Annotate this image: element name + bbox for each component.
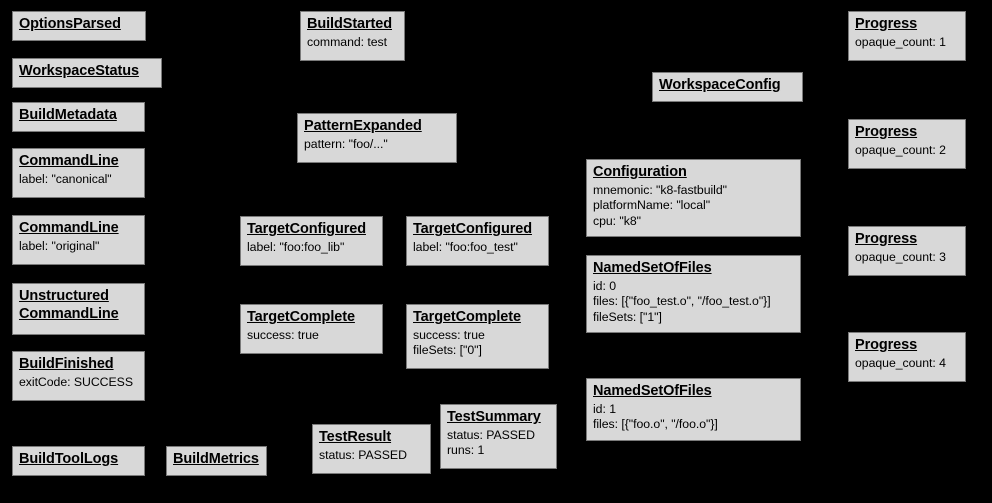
event-node-workspace-config[interactable]: WorkspaceConfig: [652, 72, 803, 102]
event-node-title: BuildStarted: [307, 16, 393, 32]
event-node-fields: id: 0 files: [{"foo_test.o", "/foo_test.…: [593, 278, 771, 325]
event-node-title: PatternExpanded: [304, 118, 422, 134]
event-node-title: OptionsParsed: [19, 16, 121, 32]
event-node-configuration[interactable]: Configuration mnemonic: "k8-fastbuild" pl…: [586, 159, 801, 237]
event-node-title: WorkspaceStatus: [19, 63, 139, 79]
event-node-unstructured-command-line[interactable]: Unstructured CommandLine: [12, 283, 145, 335]
event-node-target-configured-foo-test[interactable]: TargetConfigured label: "foo:foo_test": [406, 216, 549, 266]
event-node-fields: id: 1 files: [{"foo.o", "/foo.o"}]: [593, 401, 718, 432]
event-node-fields: status: PASSED runs: 1: [447, 427, 535, 458]
event-node-fields: pattern: "foo/...": [304, 136, 388, 151]
event-node-named-set-of-files-0[interactable]: NamedSetOfFiles id: 0 files: [{"foo_test.…: [586, 255, 801, 333]
event-node-title: BuildMetrics: [173, 451, 259, 467]
event-node-workspace-status[interactable]: WorkspaceStatus: [12, 58, 162, 88]
event-node-title: TargetComplete: [413, 309, 521, 325]
event-node-fields: success: true: [247, 327, 319, 342]
event-node-options-parsed[interactable]: OptionsParsed: [12, 11, 146, 41]
event-node-fields: label: "foo:foo_lib": [247, 239, 345, 254]
event-node-title: BuildMetadata: [19, 107, 117, 123]
event-node-build-metadata[interactable]: BuildMetadata: [12, 102, 145, 132]
event-node-title: TargetConfigured: [247, 221, 366, 237]
event-node-progress-2[interactable]: Progress opaque_count: 2: [848, 119, 966, 169]
event-node-title: NamedSetOfFiles: [593, 383, 712, 399]
event-node-named-set-of-files-1[interactable]: NamedSetOfFiles id: 1 files: [{"foo.o", "…: [586, 378, 801, 441]
event-node-title: Configuration: [593, 164, 687, 180]
event-node-title: Progress: [855, 231, 918, 247]
event-node-title: Progress: [855, 337, 918, 353]
event-node-title: Unstructured CommandLine: [19, 288, 119, 322]
event-node-title: NamedSetOfFiles: [593, 260, 712, 276]
event-node-fields: command: test: [307, 34, 387, 49]
event-node-title: CommandLine: [19, 153, 119, 169]
event-node-title: Progress: [855, 124, 918, 140]
event-node-target-complete-foo-lib[interactable]: TargetComplete success: true: [240, 304, 383, 354]
event-node-fields: opaque_count: 4: [855, 355, 946, 370]
event-node-build-tool-logs[interactable]: BuildToolLogs: [12, 446, 145, 476]
event-node-title: TestSummary: [447, 409, 541, 425]
event-node-test-summary[interactable]: TestSummary status: PASSED runs: 1: [440, 404, 557, 469]
event-node-progress-4[interactable]: Progress opaque_count: 4: [848, 332, 966, 382]
event-node-fields: label: "original": [19, 238, 100, 253]
event-node-title: WorkspaceConfig: [659, 77, 781, 93]
event-node-target-configured-foo-lib[interactable]: TargetConfigured label: "foo:foo_lib": [240, 216, 383, 266]
event-node-target-complete-foo-test[interactable]: TargetComplete success: true fileSets: ["…: [406, 304, 549, 369]
event-node-test-result[interactable]: TestResult status: PASSED: [312, 424, 431, 474]
event-node-title: Progress: [855, 16, 918, 32]
event-node-fields: exitCode: SUCCESS: [19, 374, 133, 389]
event-node-title: TargetComplete: [247, 309, 355, 325]
event-node-title: CommandLine: [19, 220, 119, 236]
event-node-progress-1[interactable]: Progress opaque_count: 1: [848, 11, 966, 61]
event-node-fields: opaque_count: 3: [855, 249, 946, 264]
event-node-fields: success: true fileSets: ["0"]: [413, 327, 485, 358]
event-node-command-line-original[interactable]: CommandLine label: "original": [12, 215, 145, 265]
event-node-title: TargetConfigured: [413, 221, 532, 237]
event-node-fields: label: "canonical": [19, 171, 112, 186]
event-node-title: BuildFinished: [19, 356, 114, 372]
event-node-title: TestResult: [319, 429, 392, 445]
event-node-fields: opaque_count: 2: [855, 142, 946, 157]
event-node-title: BuildToolLogs: [19, 451, 119, 467]
event-node-fields: mnemonic: "k8-fastbuild" platformName: "…: [593, 182, 727, 229]
event-node-progress-3[interactable]: Progress opaque_count: 3: [848, 226, 966, 276]
event-node-build-metrics[interactable]: BuildMetrics: [166, 446, 267, 476]
event-node-command-line-canonical[interactable]: CommandLine label: "canonical": [12, 148, 145, 198]
event-node-build-finished[interactable]: BuildFinished exitCode: SUCCESS: [12, 351, 145, 401]
event-node-fields: status: PASSED: [319, 447, 407, 462]
event-node-fields: label: "foo:foo_test": [413, 239, 518, 254]
event-node-build-started[interactable]: BuildStarted command: test: [300, 11, 405, 61]
event-node-pattern-expanded[interactable]: PatternExpanded pattern: "foo/...": [297, 113, 457, 163]
event-node-fields: opaque_count: 1: [855, 34, 946, 49]
